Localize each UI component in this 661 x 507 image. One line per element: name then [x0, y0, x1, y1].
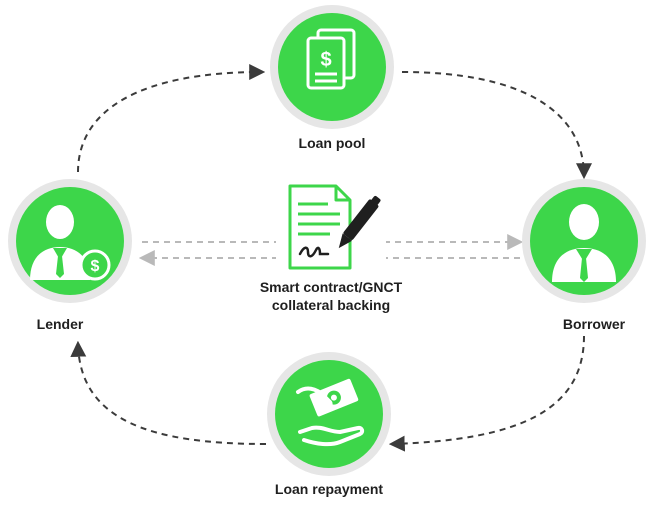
arrow-borrower-to-loan-repayment	[388, 335, 585, 452]
arrow-lender-to-loan-pool	[77, 64, 266, 173]
contract-signing-icon	[288, 184, 381, 270]
loan-repayment-label: Loan repayment	[274, 481, 384, 497]
loan-pool-label: Loan pool	[298, 135, 366, 151]
lender-node: $	[8, 179, 132, 303]
hand-giving-money-icon	[296, 378, 365, 447]
center-label-line2: collateral backing	[271, 297, 391, 313]
lender-label: Lender	[36, 316, 84, 332]
loan-pool-node: $	[270, 5, 394, 129]
borrower-node	[522, 179, 646, 303]
arrow-loan-pool-to-borrower	[401, 71, 592, 180]
arrow-loan-repayment-to-lender	[70, 340, 267, 445]
document-dollar-icon: $	[306, 28, 356, 90]
loan-repayment-circle	[275, 360, 383, 468]
loan-repayment-node	[267, 352, 391, 476]
svg-text:$: $	[91, 258, 100, 275]
businessman-dollar-icon: $	[30, 205, 111, 281]
businessman-icon	[552, 204, 616, 282]
svg-text:$: $	[320, 49, 331, 71]
borrower-label: Borrower	[562, 316, 626, 332]
center-label-line1: Smart contract/GNCT	[259, 279, 403, 295]
